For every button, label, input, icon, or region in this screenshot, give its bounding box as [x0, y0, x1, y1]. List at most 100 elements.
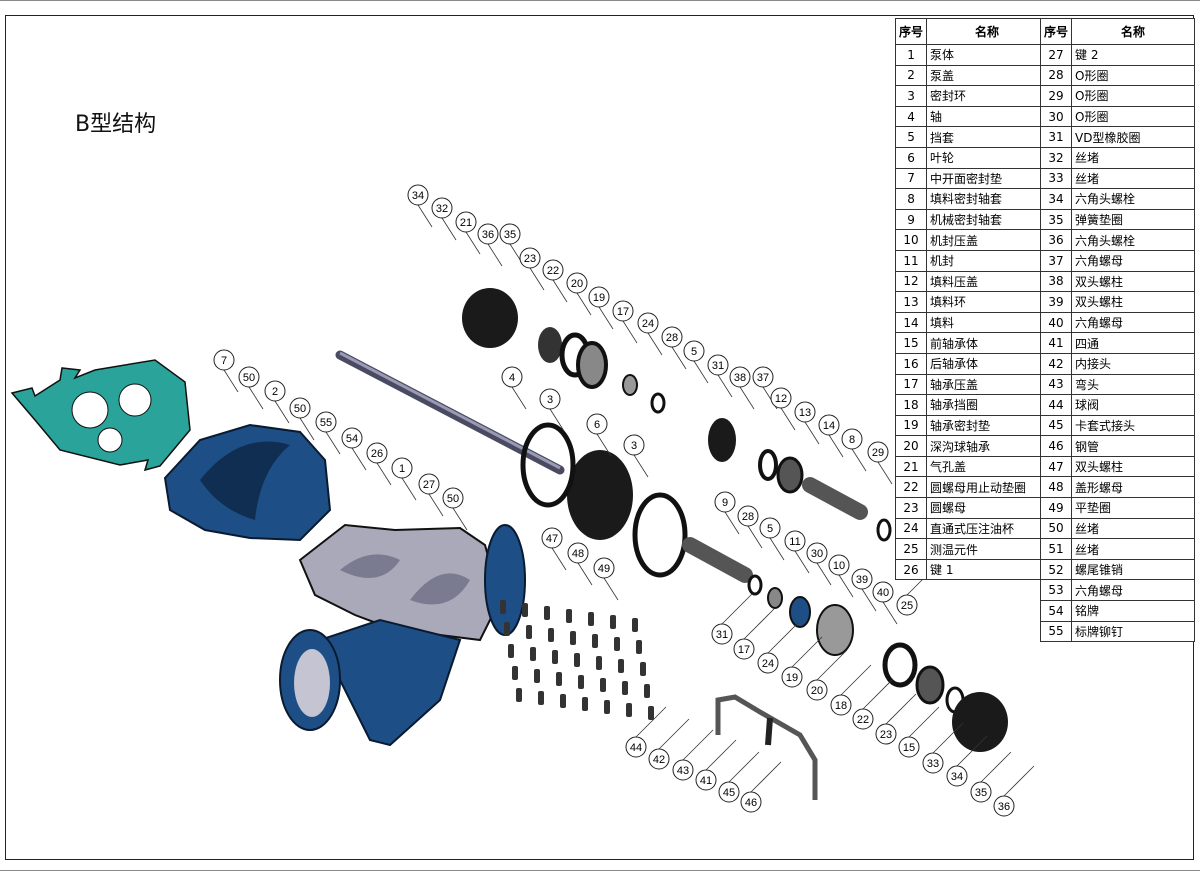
part-name: 钢管 [1071, 435, 1196, 457]
bolt [544, 606, 550, 620]
part-number: 1 [894, 44, 928, 66]
leader-line [1003, 765, 1035, 797]
bolt [548, 628, 554, 642]
leader-line [862, 678, 894, 710]
callout-circle [828, 554, 850, 576]
bolt [632, 618, 638, 632]
bolt [560, 694, 566, 708]
callout-number: 2 [272, 386, 278, 398]
leader-line [980, 751, 1012, 783]
part-number: 17 [894, 373, 928, 396]
callout-23: 23 [875, 693, 917, 745]
callout-circle [541, 527, 563, 549]
header-no: 序号 [894, 18, 928, 45]
part-number: 22 [894, 476, 928, 499]
bolt [512, 666, 518, 680]
leader-line [780, 407, 796, 431]
bolt [582, 697, 588, 711]
callout-number: 7 [221, 355, 227, 367]
callout-47: 47 [541, 527, 567, 571]
callout-number: 48 [572, 548, 584, 560]
part-number: 20 [894, 435, 928, 457]
part-number: 41 [1039, 332, 1073, 354]
leader-line [816, 562, 832, 586]
callout-number: 44 [630, 742, 642, 754]
callout-circle [841, 428, 863, 450]
leader-line [596, 433, 612, 457]
leader-line [549, 408, 565, 432]
callout-circle [872, 581, 894, 603]
callout-circle [695, 769, 717, 791]
callout-3: 3 [539, 388, 565, 432]
callout-38: 38 [729, 366, 755, 410]
part-name: 丝堵 [1071, 146, 1196, 169]
bolt [648, 706, 654, 720]
part-name: 丝堵 [1071, 167, 1196, 190]
callout-3: 3 [623, 434, 649, 478]
part-number: 40 [1039, 311, 1073, 334]
callout-circle [542, 259, 564, 281]
header-name: 名称 [1071, 18, 1196, 45]
callout-circle [586, 413, 608, 435]
leader-line [877, 461, 893, 485]
callout-circle [213, 349, 235, 371]
part-number: 26 [894, 558, 928, 581]
part-number: 11 [894, 249, 928, 272]
part-name: 轴承密封垫 [926, 414, 1049, 437]
callout-9: 9 [714, 491, 740, 535]
callout-number: 21 [460, 217, 472, 229]
top-border [0, 0, 1200, 1]
leader-line [248, 386, 264, 410]
part-name: 丝堵 [1071, 517, 1196, 540]
bolt [626, 703, 632, 717]
part-name: 机封 [926, 249, 1049, 272]
leader-line [932, 722, 964, 754]
callout-10: 10 [828, 554, 854, 598]
callout-21: 21 [455, 211, 481, 255]
bolt [530, 647, 536, 661]
callout-20: 20 [566, 272, 592, 316]
callout-31: 31 [711, 593, 753, 645]
part-name: 叶轮 [926, 146, 1049, 169]
leader-line [428, 493, 444, 517]
bolt [570, 631, 576, 645]
part-number: 19 [894, 414, 928, 437]
leader-line [739, 386, 755, 410]
part-name: 六角头螺栓 [1071, 229, 1196, 251]
callout-40: 40 [872, 581, 898, 625]
callout-circle [970, 781, 992, 803]
callout-6: 6 [586, 413, 612, 457]
callout-number: 31 [712, 360, 724, 372]
part-number: 33 [1039, 167, 1073, 190]
callout-number: 37 [757, 372, 769, 384]
callout-29: 29 [867, 441, 893, 485]
leader-line [717, 374, 733, 398]
callout-circle [442, 487, 464, 509]
callout-17: 17 [733, 608, 775, 660]
bolt [592, 634, 598, 648]
leader-line [441, 217, 457, 241]
callout-circle [238, 366, 260, 388]
callout-circle [477, 223, 499, 245]
leader-line [351, 447, 367, 471]
leader-line [728, 751, 760, 783]
callout-31: 31 [707, 354, 733, 398]
bolt [614, 637, 620, 651]
part-name: 标牌铆钉 [1071, 620, 1196, 643]
part-name: 填料 [926, 311, 1049, 334]
part-name: 中开面密封垫 [926, 167, 1049, 190]
callout-19: 19 [588, 286, 614, 330]
leader-line [908, 706, 940, 738]
callout-28: 28 [661, 326, 687, 370]
